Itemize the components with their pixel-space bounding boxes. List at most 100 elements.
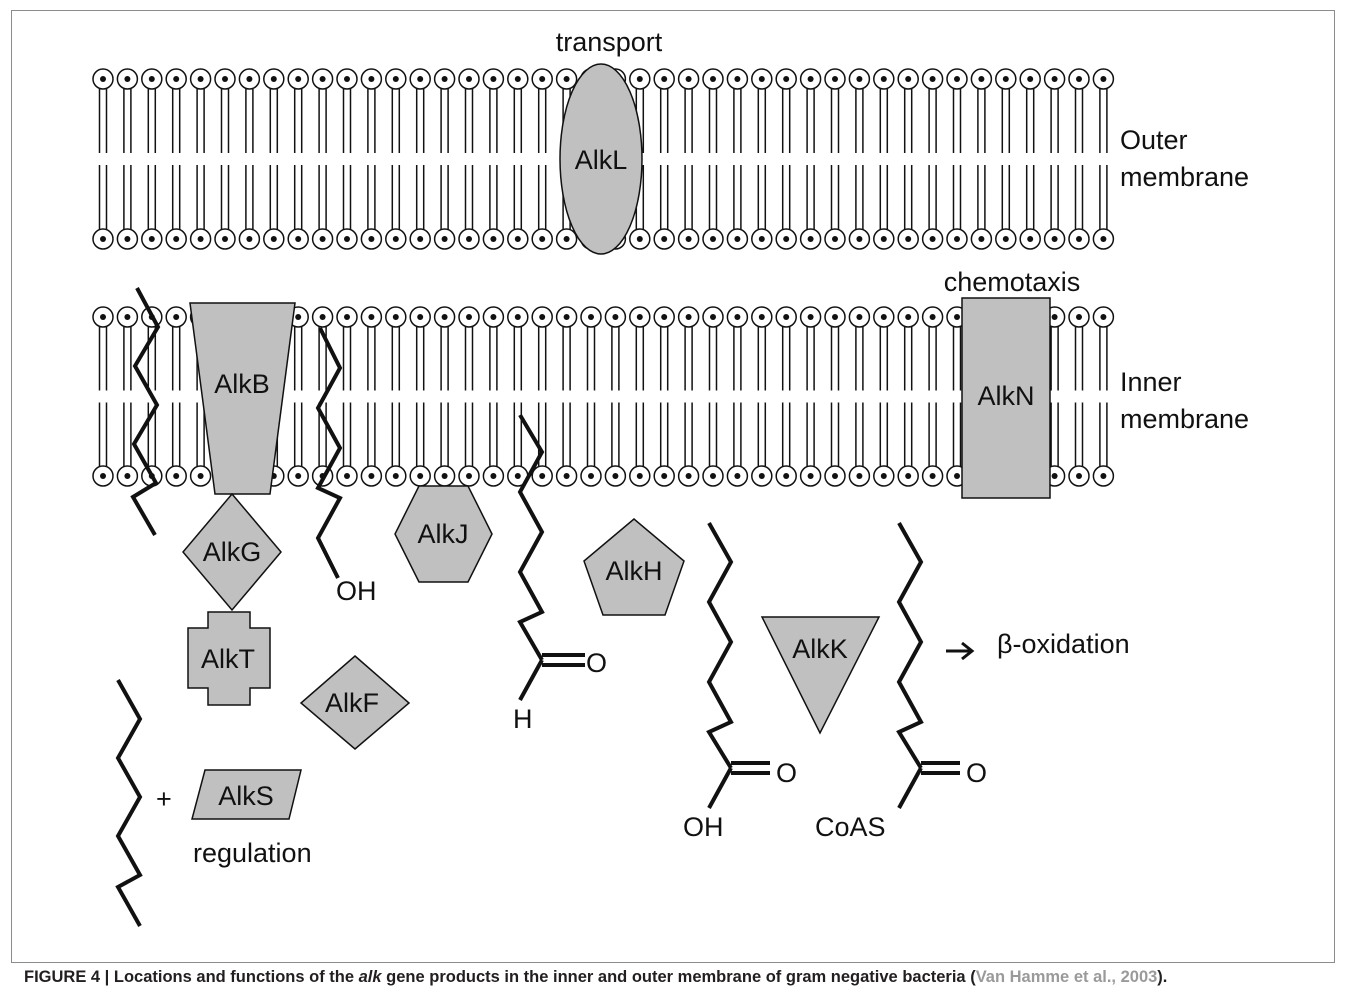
alkJ-protein: AlkJ bbox=[394, 485, 493, 583]
inner-membrane-lipid-head bbox=[677, 465, 700, 487]
membrane-diagram: AlkL AlkN AlkB AlkG AlkJ AlkH bbox=[92, 27, 1249, 927]
outer-membrane-lipid-head bbox=[409, 228, 431, 250]
outer-membrane-lipid-head bbox=[287, 68, 309, 90]
inner-membrane-lipid-head bbox=[726, 465, 749, 487]
arrow-icon bbox=[946, 641, 975, 661]
outer-membrane-lipid-head bbox=[970, 228, 993, 250]
outer-membrane-lipid-head bbox=[995, 228, 1017, 250]
outer-membrane-lipid-head bbox=[336, 228, 358, 250]
outer-membrane-lipid-head bbox=[555, 228, 578, 250]
outer-membrane-lipid-head bbox=[775, 68, 797, 90]
outer-membrane-lipid-head bbox=[336, 68, 358, 90]
inner-membrane-lipid-head bbox=[653, 465, 675, 487]
outer-membrane-lipid-head bbox=[995, 68, 1017, 90]
outer-membrane-lipid-head bbox=[1019, 68, 1041, 90]
inner-membrane-lipid-head bbox=[1092, 465, 1115, 487]
inner-membrane-lipid-head bbox=[799, 306, 822, 328]
outer-membrane-lipid-head bbox=[677, 228, 700, 250]
inner-membrane-lipid-head bbox=[873, 306, 895, 328]
outer-membrane-lipid-head bbox=[507, 228, 529, 250]
inner-membrane-label-line2: membrane bbox=[1120, 404, 1249, 434]
inner-membrane-lipid-head bbox=[531, 306, 553, 328]
caption-gene: alk bbox=[358, 968, 382, 986]
inner-membrane-lipid-head bbox=[287, 465, 309, 487]
alkF-label: AlkF bbox=[325, 688, 379, 718]
inner-membrane-lipid-head bbox=[775, 465, 797, 487]
outer-membrane-lipid-head bbox=[1092, 228, 1115, 250]
outer-membrane-lipid-head bbox=[189, 228, 212, 250]
inner-membrane-lipid-head bbox=[311, 306, 334, 328]
inner-membrane-lipid-head bbox=[336, 306, 358, 328]
outer-membrane-lipid-head bbox=[946, 68, 968, 90]
inner-membrane-lipid-head bbox=[385, 306, 407, 328]
inner-membrane-lipid-head bbox=[604, 465, 627, 487]
outer-membrane-lipid-head bbox=[360, 228, 383, 250]
inner-membrane-lipid-head bbox=[385, 465, 407, 487]
outer-membrane-lipid-head bbox=[311, 228, 334, 250]
beta-oxidation-label: β-oxidation bbox=[997, 629, 1130, 659]
outer-membrane-lipid-head bbox=[873, 228, 895, 250]
alkN-label: AlkN bbox=[977, 381, 1034, 411]
inner-membrane-lipid-head bbox=[531, 465, 553, 487]
outer-membrane-lipid-head bbox=[824, 68, 846, 90]
alkH-label: AlkH bbox=[605, 556, 662, 586]
transport-label: transport bbox=[556, 27, 663, 57]
inner-membrane-lipid-head bbox=[848, 465, 871, 487]
outer-membrane-lipid-head bbox=[433, 228, 456, 250]
alkK-label: AlkK bbox=[792, 634, 848, 664]
hydrocarbon-chains bbox=[115, 287, 924, 927]
inner-membrane-lipid-head bbox=[921, 465, 944, 487]
alcohol-oh-label: OH bbox=[336, 576, 377, 606]
outer-membrane-lipid-head bbox=[751, 68, 773, 90]
inner-membrane-lipid-head bbox=[629, 465, 651, 487]
outer-membrane-lipid-head bbox=[482, 68, 505, 90]
alkK-protein: AlkK bbox=[760, 616, 881, 735]
alkG-label: AlkG bbox=[203, 537, 262, 567]
outer-membrane-lipid-head bbox=[1043, 228, 1066, 250]
acid-chain bbox=[706, 522, 734, 770]
outer-membrane-lipid-head bbox=[799, 68, 822, 90]
inner-membrane-lipid-head bbox=[751, 465, 773, 487]
inner-membrane-lipid-head bbox=[824, 306, 846, 328]
chemotaxis-label: chemotaxis bbox=[944, 267, 1081, 297]
inner-membrane-lipid-head bbox=[629, 306, 651, 328]
aldehyde-h-bond bbox=[518, 659, 544, 701]
inner-membrane-lipid-head bbox=[116, 465, 139, 487]
coa-o-label: O bbox=[966, 758, 987, 788]
outer-membrane-lipid-head bbox=[775, 228, 797, 250]
aldehyde-o-label: O bbox=[586, 648, 607, 678]
inner-membrane-lipid-head bbox=[1068, 465, 1090, 487]
inner-membrane-lipid-head bbox=[580, 306, 602, 328]
outer-membrane-lipid-head bbox=[1043, 68, 1066, 90]
coa-s-bond bbox=[897, 767, 923, 809]
aldehyde-h-label: H bbox=[513, 704, 533, 734]
outer-membrane-lipid-head bbox=[677, 68, 700, 90]
outer-membrane-lipid-head bbox=[824, 228, 846, 250]
caption-reference-link[interactable]: Van Hamme et al., 2003 bbox=[975, 968, 1158, 986]
outer-membrane-lipid-head bbox=[1019, 228, 1041, 250]
outer-membrane-lipid-head bbox=[92, 68, 114, 90]
alkane-chain-free bbox=[115, 679, 143, 927]
inner-membrane-lipid-head bbox=[897, 306, 919, 328]
inner-membrane-lipid-head bbox=[433, 465, 456, 487]
outer-membrane-lipid-head bbox=[702, 228, 724, 250]
outer-membrane-lipid-head bbox=[165, 228, 187, 250]
inner-membrane-lipid-head bbox=[555, 306, 578, 328]
inner-membrane-lipid-head bbox=[165, 465, 187, 487]
inner-membrane-lipid-head bbox=[458, 465, 480, 487]
alcohol-chain bbox=[315, 327, 343, 579]
outer-membrane-lipid-head bbox=[921, 228, 944, 250]
alkL-protein: AlkL bbox=[559, 63, 643, 255]
outer-membrane-lipid-head bbox=[726, 68, 749, 90]
outer-membrane-lipid-head bbox=[531, 68, 553, 90]
inner-membrane-lipid-head bbox=[580, 465, 602, 487]
outer-membrane-label-line1: Outer bbox=[1120, 125, 1188, 155]
alkS-label: AlkS bbox=[218, 781, 274, 811]
caption-middle: gene products in the inner and outer mem… bbox=[381, 968, 976, 986]
outer-membrane-lipid-head bbox=[214, 228, 236, 250]
inner-membrane-lipid-head bbox=[409, 306, 431, 328]
double-bonds bbox=[542, 653, 960, 775]
outer-membrane-lipid-head bbox=[263, 228, 285, 250]
outer-membrane-lipid-head bbox=[970, 68, 993, 90]
alkL-label: AlkL bbox=[575, 145, 628, 175]
